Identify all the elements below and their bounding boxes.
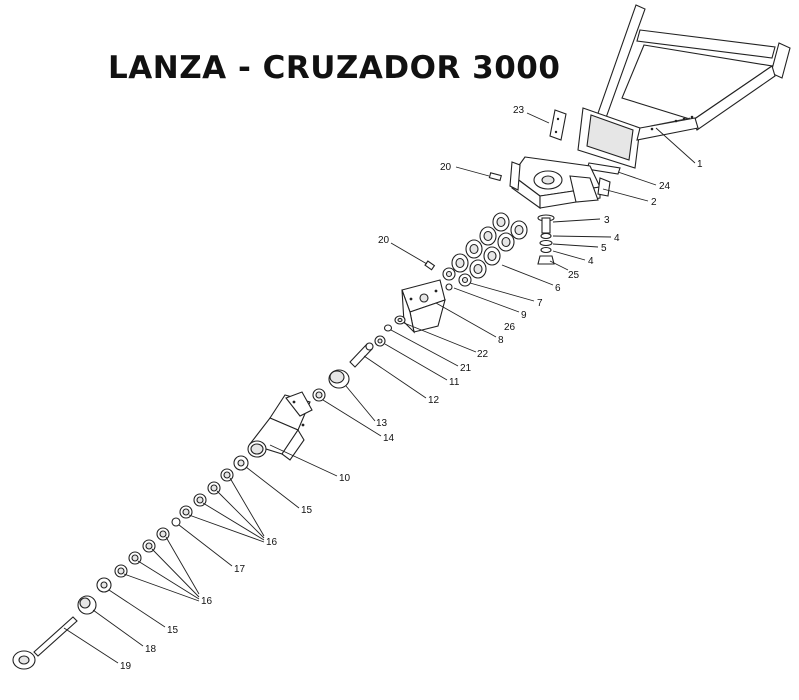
part-15-ring-upper: [233, 455, 249, 471]
callout-4a: 4: [614, 233, 620, 244]
part-6-bearing-rings: [451, 212, 528, 279]
callout-22: 22: [477, 349, 489, 360]
callout-21: 21: [460, 363, 472, 374]
callout-15a: 15: [301, 505, 313, 516]
part-17-spacer: [171, 517, 181, 527]
parts-3-4-5-25-bolt-stack: [537, 214, 555, 265]
part-1-frame: [577, 4, 791, 169]
callout-2: 2: [651, 197, 657, 208]
callout-20b: 20: [378, 235, 390, 246]
callout-6: 6: [555, 283, 561, 294]
part-16-bearings-upper: [179, 468, 234, 519]
callout-25: 25: [568, 270, 580, 281]
callout-9: 9: [521, 310, 527, 321]
callout-11: 11: [449, 377, 460, 388]
callout-13: 13: [376, 418, 388, 429]
callout-4b: 4: [588, 256, 594, 267]
diagram-title: LANZA - CRUZADOR 3000: [108, 50, 561, 86]
parts-7-9-26-washers: [442, 267, 472, 291]
callout-1: 1: [697, 159, 703, 170]
callout-20a: 20: [440, 162, 452, 173]
part-23-plate: [549, 109, 567, 141]
callout-8: 8: [498, 335, 504, 346]
part-14-ring: [312, 388, 326, 402]
part-10-tube-bracket: [247, 391, 313, 461]
part-8-bracket: [401, 279, 446, 334]
part-19-eye-bolt: [12, 616, 78, 670]
callout-26: 26: [504, 322, 516, 333]
callout-19: 19: [120, 661, 132, 672]
part-2-coupler-head: [509, 156, 611, 210]
part-20-pin-lower: [424, 260, 436, 271]
callout-10: 10: [339, 473, 351, 484]
callout-15b: 15: [167, 625, 179, 636]
part-18-bushing: [77, 595, 97, 615]
part-15-ring-lower: [96, 577, 112, 593]
callout-18: 18: [145, 644, 157, 655]
callout-16a: 16: [266, 537, 278, 548]
leader-lines: [63, 112, 696, 664]
callout-3: 3: [604, 215, 610, 226]
callout-12: 12: [428, 395, 440, 406]
callout-5: 5: [601, 243, 607, 254]
callout-16b: 16: [201, 596, 213, 607]
callout-14: 14: [383, 433, 395, 444]
part-16-bearings-lower: [114, 527, 170, 578]
part-13-bushing: [328, 369, 350, 389]
callout-labels: 1 2 3 4 5 4 25 6 7 9 26 8 22 21 11 12 13…: [120, 105, 703, 672]
callout-7: 7: [537, 298, 543, 309]
part-12-pin: [349, 342, 374, 368]
callout-17: 17: [234, 564, 246, 575]
callout-23: 23: [513, 105, 525, 116]
callout-24: 24: [659, 181, 671, 192]
parts-21-22-11-small: [374, 315, 406, 347]
part-20-pin-upper: [488, 172, 502, 182]
